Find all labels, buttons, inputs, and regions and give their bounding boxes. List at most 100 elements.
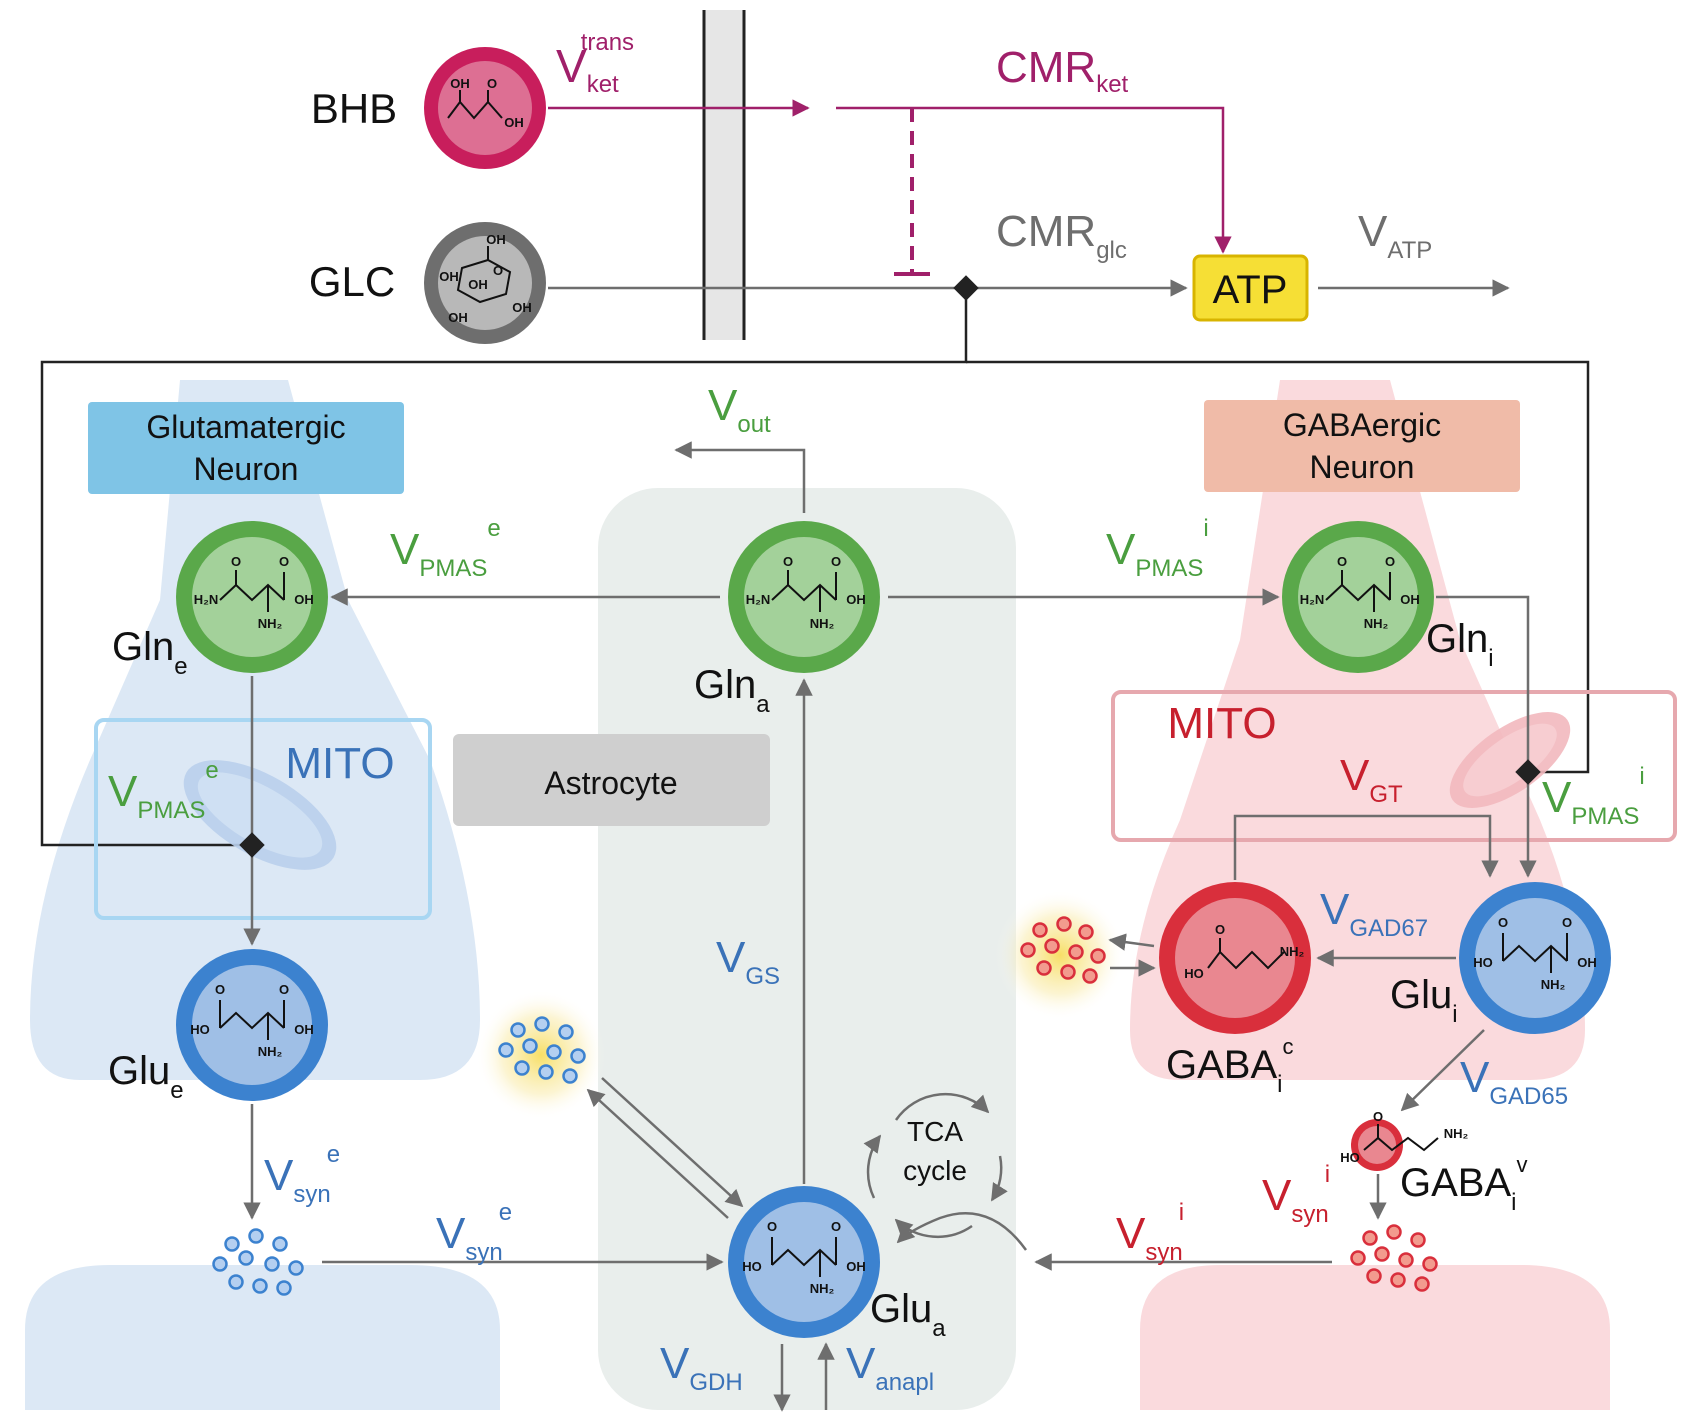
glu-e-label: Glue <box>108 1049 184 1104</box>
gaba-v-molecule: O HO NH₂ <box>1340 1109 1468 1171</box>
gaba-c-label: GABAic <box>1166 1034 1294 1098</box>
cmrglc-label: CMRglc <box>996 207 1127 264</box>
bhb-label: BHB <box>311 85 397 132</box>
svg-text:OH: OH <box>1400 592 1420 607</box>
glu-a-to-vesicle-arrow <box>586 1088 729 1219</box>
glc-label: GLC <box>309 258 395 305</box>
svg-text:OH: OH <box>846 1259 866 1274</box>
astrocyte-body <box>598 488 1016 1410</box>
atp-label: ATP <box>1213 268 1288 312</box>
svg-text:NH₂: NH₂ <box>258 1044 283 1059</box>
glu-a-molecule: O O HO OH NH₂ <box>728 1186 880 1338</box>
vsyn-i-right-label: Vsyni <box>1262 1161 1330 1228</box>
vsyn-e-left-label: Vsyne <box>264 1141 340 1208</box>
svg-text:O: O <box>1498 915 1508 930</box>
vout-label: Vout <box>708 381 771 438</box>
vesicle-cluster-glut <box>212 1228 304 1296</box>
svg-text:HO: HO <box>190 1022 210 1037</box>
svg-text:O: O <box>783 554 793 569</box>
glutamatergic-neuron-body <box>25 380 500 1410</box>
junction-diamond-top <box>953 275 979 301</box>
svg-text:OH: OH <box>512 300 532 315</box>
glu-e-molecule: O O HO OH NH₂ <box>176 949 328 1101</box>
svg-text:O: O <box>215 982 225 997</box>
mitochondrion-icon-right <box>1449 712 1571 808</box>
svg-text:O: O <box>1337 554 1347 569</box>
gaba-neuron-label-1: GABAergic <box>1283 407 1441 443</box>
svg-text:O: O <box>1562 915 1572 930</box>
vesicle-to-glu-a-arrow <box>601 1077 744 1208</box>
svg-text:O: O <box>767 1219 777 1234</box>
svg-text:HO: HO <box>1473 955 1493 970</box>
mitochondrion-icon-left <box>183 760 337 870</box>
gaba-neuron-header <box>1204 400 1520 492</box>
svg-text:O: O <box>1385 554 1395 569</box>
vesicle-cluster-astro <box>476 990 606 1120</box>
svg-text:NH₂: NH₂ <box>1541 977 1566 992</box>
svg-text:O: O <box>279 554 289 569</box>
svg-text:O: O <box>231 554 241 569</box>
mito-box-right <box>1111 690 1677 842</box>
gaba-neuron-label-2: Neuron <box>1310 449 1415 485</box>
svg-text:NH₂: NH₂ <box>810 1281 835 1296</box>
gln-e-label: Glne <box>112 625 188 680</box>
vket-label: Vkettrans <box>556 29 634 98</box>
svg-text:OH: OH <box>294 592 314 607</box>
bhb-molecule: OH O OH <box>424 47 546 169</box>
atp-connector-frame <box>40 288 1590 847</box>
svg-text:NH₂: NH₂ <box>1444 1126 1469 1141</box>
glu-a-label: Glua <box>870 1287 946 1342</box>
tca-label-1: TCA <box>907 1116 963 1147</box>
glut-neuron-label-1: Glutamatergic <box>146 409 345 445</box>
gln-a-molecule: O O H₂N OH NH₂ <box>728 521 880 673</box>
gln-i-label: Glni <box>1426 617 1494 672</box>
astrocyte-label: Astrocyte <box>544 765 677 801</box>
vpmas-i-mito-label: VPMASi <box>1542 763 1645 830</box>
svg-text:OH: OH <box>486 232 506 247</box>
vsyn-e-mid-label: Vsyne <box>436 1199 512 1266</box>
glut-neuron-header <box>88 402 404 494</box>
svg-text:O: O <box>1373 1109 1383 1124</box>
svg-text:O: O <box>279 982 289 997</box>
vpmas-e-mito-label: VPMASe <box>108 757 219 824</box>
vpmas-e-top-label: VPMASe <box>390 515 501 582</box>
svg-text:O: O <box>1215 922 1225 937</box>
mito-label-right: MITO <box>1167 699 1276 748</box>
vesicle-cluster-gaba-syn <box>1350 1224 1438 1292</box>
glut-neuron-label-2: Neuron <box>194 451 299 487</box>
svg-text:OH: OH <box>294 1022 314 1037</box>
junction-diamond-left <box>239 832 265 858</box>
gaba-c-to-vesicle-arrow-1 <box>1108 933 1155 951</box>
gln-i-molecule: O O H₂N OH NH₂ <box>1282 521 1434 673</box>
svg-text:NH₂: NH₂ <box>810 616 835 631</box>
svg-text:NH₂: NH₂ <box>258 616 283 631</box>
svg-text:NH₂: NH₂ <box>1280 944 1305 959</box>
vgs-label: VGS <box>716 933 780 990</box>
svg-text:OH: OH <box>1577 955 1597 970</box>
glu-i-label: Glui <box>1390 973 1458 1028</box>
svg-text:O: O <box>831 554 841 569</box>
gaba-c-molecule: O HO NH₂ <box>1159 882 1311 1034</box>
cmrket-arrow <box>836 106 1232 254</box>
cmrket-label: CMRket <box>996 43 1129 98</box>
svg-text:O: O <box>831 1219 841 1234</box>
vatp-label: VATP <box>1358 207 1432 264</box>
mito-label-left: MITO <box>285 739 394 788</box>
svg-text:HO: HO <box>1184 966 1204 981</box>
svg-text:NH₂: NH₂ <box>1364 616 1389 631</box>
glc-molecule: OH O OH OH OH OH <box>424 222 546 344</box>
vgad67-label: VGAD67 <box>1320 885 1428 942</box>
vsyn-i-mid-label: Vsyni <box>1116 1199 1184 1266</box>
flux-arrows <box>243 441 1537 1412</box>
vgad65-label: VGAD65 <box>1460 1053 1568 1110</box>
svg-text:H₂N: H₂N <box>1300 592 1325 607</box>
mito-box-left <box>94 718 432 920</box>
svg-text:OH: OH <box>504 115 524 130</box>
glu-i-molecule: O O HO OH NH₂ <box>1459 882 1611 1034</box>
astrocyte-header <box>453 734 770 826</box>
atp-box <box>1192 254 1309 322</box>
vesicle-cluster-gaba-cyto <box>995 890 1125 1020</box>
svg-text:H₂N: H₂N <box>746 592 771 607</box>
vout-arrow <box>674 441 806 513</box>
